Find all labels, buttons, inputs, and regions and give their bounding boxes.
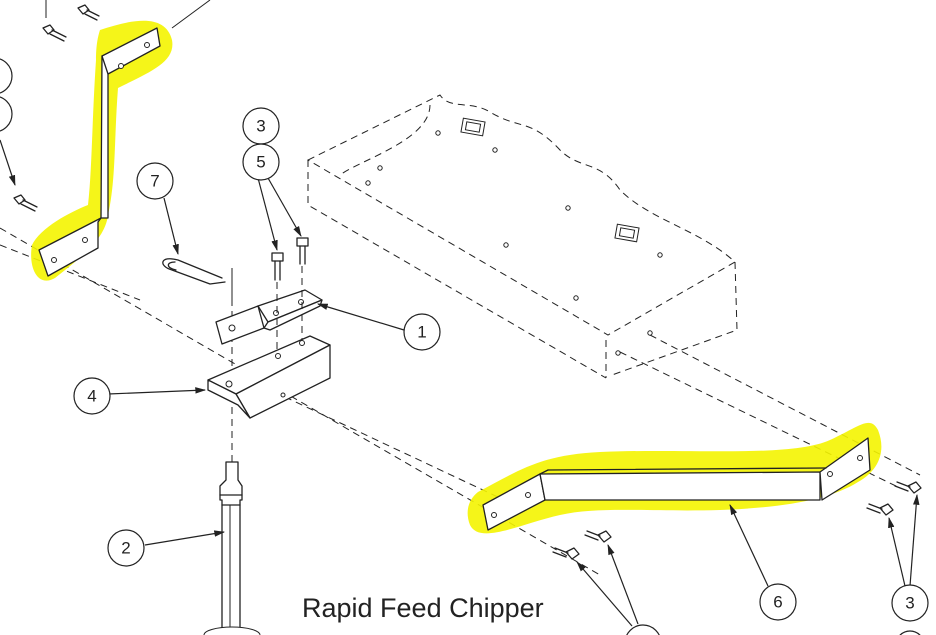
hair-pin bbox=[162, 258, 233, 300]
top-bracket bbox=[215, 289, 323, 345]
callout-label: 7 bbox=[150, 172, 159, 191]
callout-3-right: 3 bbox=[891, 584, 929, 622]
callout-1: 1 bbox=[403, 313, 441, 351]
right-bracket bbox=[482, 437, 871, 531]
callout-label: 1 bbox=[417, 323, 426, 342]
callout-label: 2 bbox=[121, 539, 130, 558]
callout-label: 3 bbox=[905, 594, 914, 613]
bolt bbox=[894, 481, 922, 494]
diagram-caption: Rapid Feed Chipper bbox=[302, 593, 544, 623]
bolt bbox=[271, 252, 284, 281]
callout-2: 2 bbox=[107, 529, 145, 567]
left-bolts bbox=[0, 0, 211, 212]
callout-3-top: 3 bbox=[242, 107, 280, 145]
bolt bbox=[552, 547, 580, 560]
housing-slots bbox=[460, 117, 640, 243]
callout-5: 5 bbox=[242, 143, 280, 181]
bolt bbox=[296, 237, 309, 265]
bolt bbox=[584, 530, 612, 543]
left-l-bracket bbox=[38, 27, 161, 277]
callout-label: 3 bbox=[256, 117, 265, 136]
callout-4: 4 bbox=[73, 377, 111, 415]
leader-arrows bbox=[107, 177, 920, 627]
callout-label: 6 bbox=[773, 593, 782, 612]
shaft-pin bbox=[203, 461, 261, 635]
bolt bbox=[13, 194, 38, 212]
bracket-bolts bbox=[271, 237, 309, 360]
bolt bbox=[77, 4, 100, 21]
bolt bbox=[42, 24, 67, 42]
partial-callout-circles bbox=[0, 58, 13, 132]
cover-housing bbox=[306, 94, 738, 379]
callout-6: 6 bbox=[759, 583, 797, 621]
housing-holes bbox=[365, 130, 663, 356]
assembly-axis-lines bbox=[0, 227, 921, 576]
callout-label: 5 bbox=[256, 153, 265, 172]
lower-bracket bbox=[207, 335, 331, 419]
callout-7: 7 bbox=[136, 162, 174, 200]
bolt bbox=[866, 503, 894, 516]
callout-label: 4 bbox=[87, 387, 96, 406]
right-bolts bbox=[552, 481, 922, 560]
partial-callout-bottom bbox=[626, 624, 921, 635]
